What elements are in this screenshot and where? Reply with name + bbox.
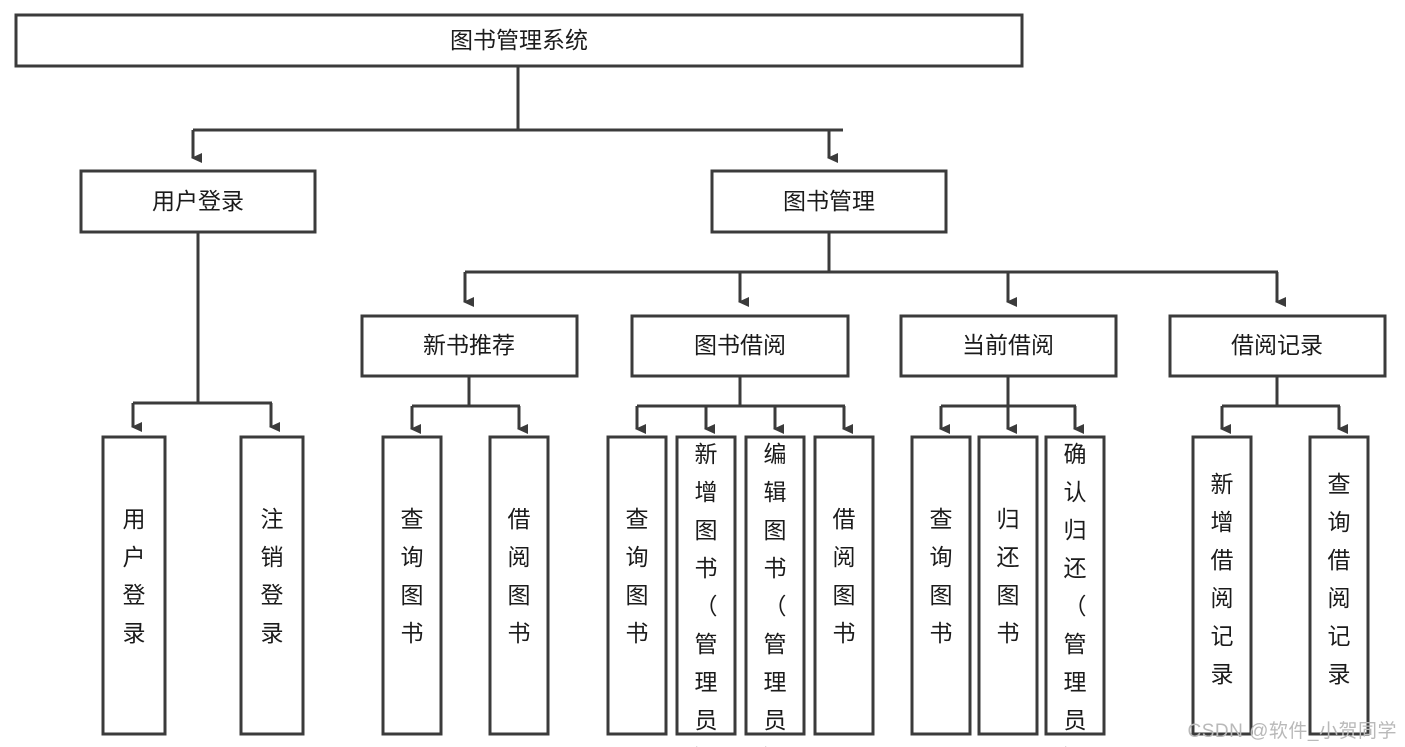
node-leaf-add-record[interactable]: 新增借阅记录 [1191, 435, 1253, 736]
node-leaf-return-book[interactable]: 归还图书 [977, 435, 1039, 736]
node-leaf-borrow-book-1-label: 借阅图书 [508, 506, 531, 646]
node-current-borrow[interactable]: 当前借阅 [899, 314, 1118, 378]
node-new-book-rec[interactable]: 新书推荐 [360, 314, 579, 378]
edge-root-to-level2 [191, 66, 843, 163]
node-current-borrow-label: 当前借阅 [962, 332, 1054, 358]
node-leaf-user-login[interactable]: 用户登录 [101, 435, 167, 736]
node-leaf-user-logout-label: 注销登录 [261, 506, 284, 646]
node-leaf-edit-book-label: 编辑图书（管理员） [764, 441, 787, 747]
node-leaf-query-book-1[interactable]: 查询图书 [381, 435, 443, 736]
node-leaf-confirm-return-label: 确认归还（管理员） [1064, 441, 1087, 747]
node-leaf-query-book-3-label: 查询图书 [930, 506, 953, 646]
node-leaf-query-book-3[interactable]: 查询图书 [910, 435, 972, 736]
node-leaf-add-record-label: 新增借阅记录 [1211, 471, 1234, 687]
node-book-manage-label: 图书管理 [783, 188, 875, 214]
node-leaf-return-book-label: 归还图书 [997, 506, 1020, 646]
node-new-book-rec-label: 新书推荐 [423, 332, 515, 358]
node-book-borrow[interactable]: 图书借阅 [630, 314, 850, 378]
node-leaf-query-book-2[interactable]: 查询图书 [606, 435, 668, 736]
node-borrow-record-label: 借阅记录 [1231, 332, 1323, 358]
node-leaf-edit-book[interactable]: 编辑图书（管理员） [744, 435, 806, 747]
node-user-login[interactable]: 用户登录 [79, 169, 317, 234]
node-leaf-borrow-book-1[interactable]: 借阅图书 [488, 435, 550, 736]
edge-borrowrecord-to-leaves [1220, 376, 1348, 434]
node-leaf-query-book-2-label: 查询图书 [626, 506, 649, 646]
node-leaf-confirm-return[interactable]: 确认归还（管理员） [1044, 435, 1106, 747]
edge-bookborrow-to-leaves [635, 376, 853, 434]
edge-bookmanage-to-level3 [463, 232, 1286, 307]
node-leaf-borrow-book-2-label: 借阅图书 [833, 506, 856, 646]
node-leaf-borrow-book-2[interactable]: 借阅图书 [813, 435, 875, 736]
node-root-label: 图书管理系统 [450, 27, 588, 53]
node-leaf-query-record[interactable]: 查询借阅记录 [1308, 435, 1370, 736]
node-root[interactable]: 图书管理系统 [14, 13, 1024, 68]
node-book-borrow-label: 图书借阅 [694, 332, 786, 358]
node-leaf-add-book[interactable]: 新增图书（管理员） [675, 435, 737, 747]
node-leaf-user-logout[interactable]: 注销登录 [239, 435, 305, 736]
node-borrow-record[interactable]: 借阅记录 [1168, 314, 1387, 378]
node-leaf-query-book-1-label: 查询图书 [401, 506, 424, 646]
node-book-manage[interactable]: 图书管理 [710, 169, 948, 234]
edge-newbookrec-to-leaves [410, 376, 528, 434]
node-leaf-query-record-label: 查询借阅记录 [1328, 471, 1351, 687]
edge-userlogin-to-leaves [131, 232, 280, 432]
node-leaf-user-login-label: 用户登录 [123, 506, 146, 646]
edge-currentborrow-to-leaves [939, 376, 1084, 434]
node-leaf-add-book-label: 新增图书（管理员） [695, 441, 718, 747]
node-user-login-label: 用户登录 [152, 188, 244, 214]
